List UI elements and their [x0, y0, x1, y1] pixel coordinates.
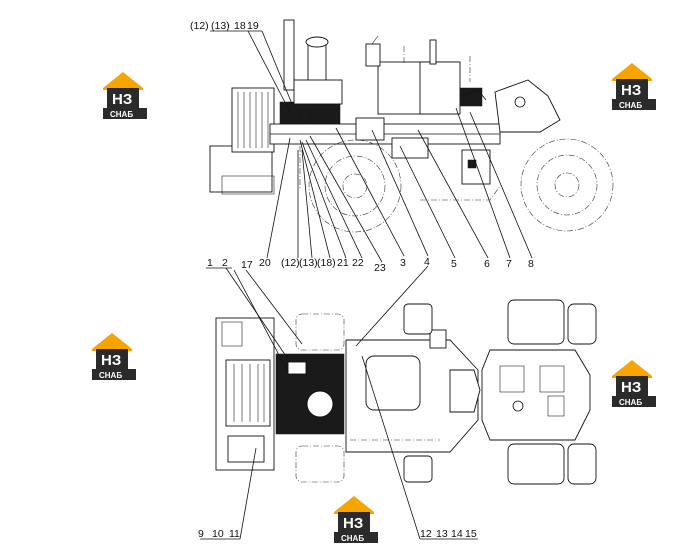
brand-logo-watermark: НЗ СНАБ — [612, 63, 656, 110]
callout-labels: (12) (13) 18 19 20 (12) (13) (18) 21 22 … — [190, 20, 534, 540]
callout-label: 20 — [259, 257, 271, 269]
callout-label: (13) — [211, 20, 230, 32]
callout-label: 8 — [528, 258, 534, 270]
callout-label: 7 — [506, 258, 512, 270]
svg-text:НЗ: НЗ — [621, 82, 641, 99]
callout-label: 22 — [352, 257, 364, 269]
callout-label: 6 — [484, 258, 490, 270]
brand-logo-watermark: НЗ СНАБ — [92, 333, 136, 380]
callout-label: 4 — [424, 256, 430, 268]
loader-side-view — [209, 19, 614, 233]
callout-label: 21 — [337, 257, 349, 269]
callout-label: (12) — [281, 257, 300, 269]
svg-text:НЗ: НЗ — [101, 352, 121, 369]
svg-text:СНАБ: СНАБ — [341, 534, 364, 543]
callout-label: 10 — [212, 528, 224, 540]
callout-label: 18 — [234, 20, 246, 32]
svg-text:НЗ: НЗ — [621, 379, 641, 396]
callout-label: 9 — [198, 528, 204, 540]
callout-label: 23 — [374, 262, 386, 274]
callout-label: 11 — [229, 528, 240, 540]
callout-label: 12 — [420, 528, 432, 540]
callout-label: (13) — [299, 257, 318, 269]
leader-lines — [200, 30, 533, 540]
callout-label: (12) — [190, 20, 209, 32]
callout-label: 19 — [247, 20, 259, 32]
callout-label: 2 — [222, 257, 228, 269]
svg-text:СНАБ: СНАБ — [619, 101, 642, 110]
brand-logo-watermark: НЗ СНАБ — [334, 496, 378, 543]
callout-label: 14 — [451, 528, 463, 540]
callout-label: 3 — [400, 257, 406, 269]
callout-label: 15 — [465, 528, 477, 540]
svg-text:СНАБ: СНАБ — [619, 398, 642, 407]
svg-text:СНАБ: СНАБ — [110, 110, 133, 119]
svg-text:НЗ: НЗ — [112, 91, 132, 108]
callout-label: 5 — [451, 258, 457, 270]
svg-text:СНАБ: СНАБ — [99, 371, 122, 380]
callout-label: 1 — [207, 257, 213, 269]
callout-label: (18) — [317, 257, 336, 269]
brand-logo-watermark: НЗ СНАБ — [612, 360, 656, 407]
callout-label: 13 — [436, 528, 448, 540]
brand-logo-watermark: НЗ СНАБ — [103, 72, 147, 119]
svg-text:НЗ: НЗ — [343, 515, 363, 532]
loader-top-view — [215, 299, 597, 485]
callout-label: 17 — [241, 259, 253, 271]
